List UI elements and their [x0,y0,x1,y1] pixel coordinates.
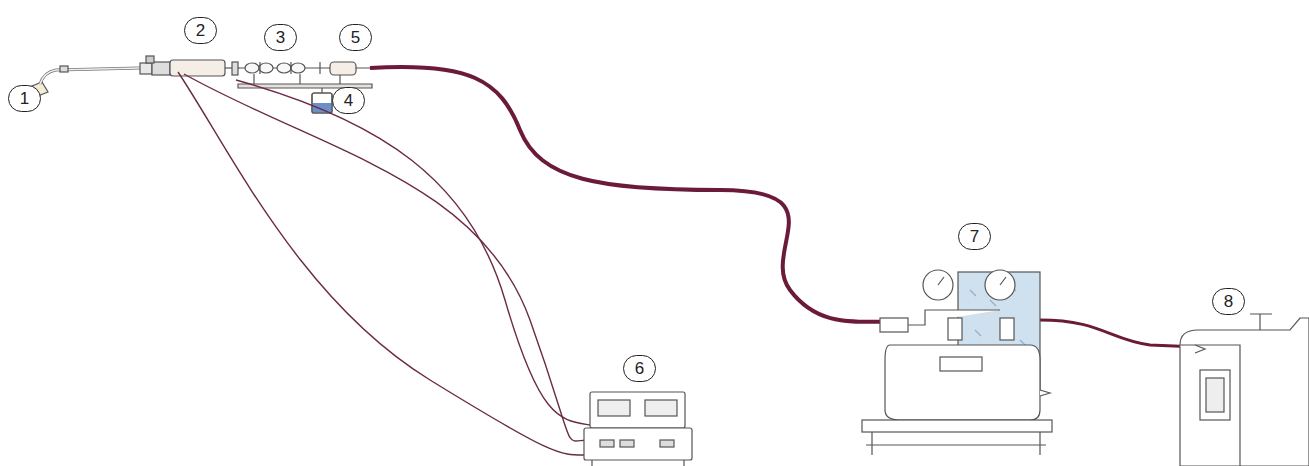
callout-number: 6 [623,355,656,382]
callout-number: 7 [958,223,991,250]
callout-number: 1 [8,85,41,112]
callout-number: 5 [339,24,372,51]
callout-number: 8 [1212,288,1245,315]
callout-number: 2 [184,17,217,44]
callout-number: 4 [332,87,365,114]
callout-number: 3 [264,24,297,51]
